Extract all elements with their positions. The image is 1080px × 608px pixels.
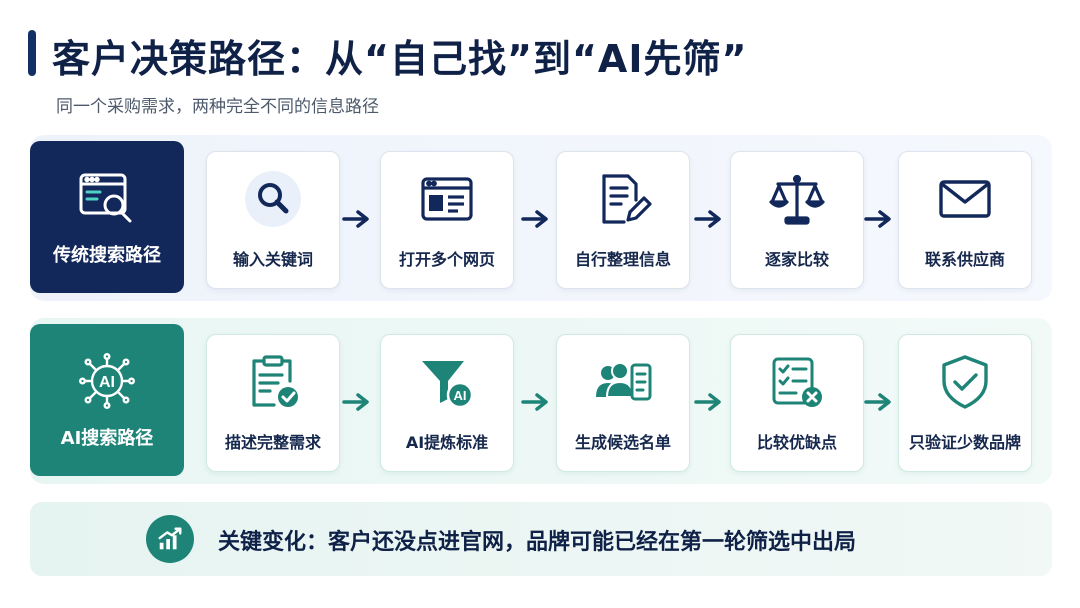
arrow-right-icon: [342, 393, 369, 411]
magnifier-icon: [244, 170, 302, 228]
clipboard-check-icon: [244, 353, 302, 411]
arrow-right-icon: [694, 393, 721, 411]
ai-step-5: 只验证少数品牌: [898, 334, 1032, 472]
traditional-step-3: 自行整理信息: [556, 151, 690, 289]
ai-step-3-label: 生成候选名单: [574, 433, 671, 452]
traditional-step-4: 逐家比较: [730, 151, 864, 289]
title-accent-bar: [28, 30, 36, 76]
traditional-step-1-label: 输入关键词: [232, 250, 313, 269]
key-change-text: 关键变化：客户还没点进官网，品牌可能已经在第一轮筛选中出局: [218, 530, 857, 555]
arrow-right-icon: [864, 393, 891, 411]
ai-step-1-label: 描述完整需求: [224, 433, 321, 452]
traditional-step-1: 输入关键词: [206, 151, 340, 289]
traditional-path-label: 传统搜索路径: [53, 245, 161, 266]
ai-step-1: 描述完整需求: [206, 334, 340, 472]
arrow-right-icon: [521, 210, 548, 228]
balance-scale-icon: [768, 170, 826, 228]
arrow-right-icon: [521, 393, 548, 411]
ai-step-3: 生成候选名单: [556, 334, 690, 472]
traditional-step-5-label: 联系供应商: [924, 250, 1005, 269]
page-subtitle: 同一个采购需求，两种完全不同的信息路径: [56, 97, 379, 117]
ai-step-5-label: 只验证少数品牌: [908, 433, 1021, 452]
traditional-step-2: 打开多个网页: [380, 151, 514, 289]
ai-step-4: 比较优缺点: [730, 334, 864, 472]
funnel-ai-icon: AI: [418, 353, 476, 411]
ai-path-label: AI搜索路径: [60, 428, 154, 449]
ai-step-2-label: AI提炼标准: [405, 433, 489, 452]
search-window-icon: [79, 173, 132, 223]
envelope-icon: [936, 170, 994, 228]
traditional-step-4-label: 逐家比较: [764, 250, 829, 269]
arrow-right-icon: [342, 210, 369, 228]
browser-window-icon: [418, 170, 476, 228]
document-edit-icon: [594, 170, 652, 228]
traditional-step-2-label: 打开多个网页: [398, 250, 495, 269]
checklist-x-icon: [768, 353, 826, 411]
arrow-right-icon: [694, 210, 721, 228]
ai-step-2: AI AI提炼标准: [380, 334, 514, 472]
ai-path-row: AI AI搜索路径 描述完整需求 AI: [30, 318, 1052, 484]
ai-chip-icon: AI: [78, 352, 136, 410]
people-list-icon: [594, 353, 652, 411]
ai-path-label-card: AI AI搜索路径: [30, 324, 184, 476]
ai-step-4-label: 比较优缺点: [756, 433, 837, 452]
arrow-right-icon: [864, 210, 891, 228]
shield-check-icon: [936, 353, 994, 411]
page-title: 客户决策路径：从“自己找”到“AI先筛”: [52, 37, 748, 81]
ai-chip-text: AI: [99, 374, 115, 391]
traditional-path-label-card: 传统搜索路径: [30, 141, 184, 293]
traditional-step-3-label: 自行整理信息: [574, 250, 671, 269]
funnel-ai-text: AI: [454, 388, 467, 403]
traditional-step-5: 联系供应商: [898, 151, 1032, 289]
traditional-path-row: 传统搜索路径 输入关键词 打开多个网页: [30, 135, 1052, 301]
key-change-banner: 关键变化：客户还没点进官网，品牌可能已经在第一轮筛选中出局: [30, 502, 1052, 576]
growth-chart-icon: [146, 515, 194, 563]
